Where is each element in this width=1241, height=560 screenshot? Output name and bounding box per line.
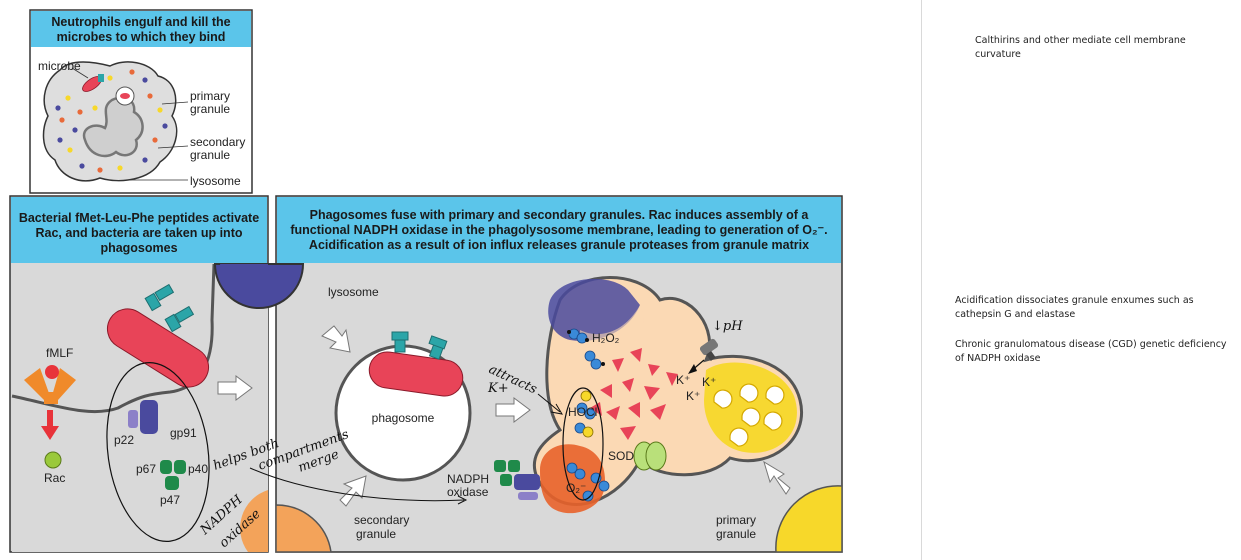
hand-oval-left — [106, 362, 210, 542]
primary-granule-bottom — [775, 485, 843, 553]
phagosome-receptors — [391, 331, 448, 360]
p67-subunit — [160, 460, 172, 474]
neutrophil-diagram: Neutrophils engulf and kill the microbes… — [9, 9, 843, 553]
label-hocl: HOCl — [568, 405, 597, 419]
granule-dots — [55, 69, 168, 173]
bacterium — [106, 308, 210, 388]
hand-ph: ↓pH — [712, 319, 743, 334]
left-title-line2: Rac, and bacteria are taken up into — [35, 226, 242, 240]
label-primary-bottom-2: granule — [716, 527, 756, 541]
k-channel — [699, 338, 719, 361]
right-panel: Phagosomes fuse with primary and seconda… — [213, 195, 843, 553]
label-p22: p22 — [114, 433, 134, 447]
right-title-line1: Phagosomes fuse with primary and seconda… — [310, 208, 810, 222]
top-title-line1: Neutrophils engulf and kill the — [51, 15, 230, 29]
note-cgd: Chronic granulomatous disease (CGD) gene… — [955, 339, 1227, 364]
right-title-line2: functional NADPH oxidase in the phagolys… — [290, 223, 827, 237]
label-secondary-bottom-1: secondary — [354, 513, 409, 527]
label-nadph-2: oxidase — [447, 485, 489, 499]
arrow-secondary — [339, 475, 367, 507]
left-title-line1: Bacterial fMet-Leu-Phe peptides activate — [19, 211, 259, 225]
oxygen-molecules — [566, 328, 610, 502]
phagosome-bacterium — [368, 351, 464, 397]
p47-subunit — [165, 476, 179, 490]
p22-subunit — [128, 410, 138, 428]
sod-enzyme — [633, 441, 667, 471]
phagolysosome — [532, 276, 803, 514]
note-membrane-curvature: Calthirins and other mediate cell membra… — [975, 35, 1186, 60]
label-k1: K⁺ — [676, 373, 690, 387]
label-p40: p40 — [188, 462, 208, 476]
left-panel: Bacterial fMet-Leu-Phe peptides activate… — [9, 195, 269, 553]
label-secondary-bottom-2: granule — [356, 527, 396, 541]
receptor-teal — [144, 283, 195, 333]
label-lysosome-right: lysosome — [328, 285, 379, 299]
hand-oval-right — [562, 387, 604, 501]
top-panel: Neutrophils engulf and kill the microbes… — [29, 9, 253, 194]
label-rac: Rac — [44, 471, 65, 485]
label-primary-granule-2: granule — [190, 102, 230, 116]
transition-arrow — [217, 375, 253, 401]
label-phagosome: phagosome — [372, 411, 435, 425]
gp91-subunit — [140, 400, 158, 434]
label-p67: p67 — [136, 462, 156, 476]
label-o2: O₂⁻ — [566, 481, 586, 495]
label-k3: K⁺ — [686, 389, 700, 403]
arrow-lysosome — [321, 325, 351, 353]
page-divider — [921, 0, 922, 560]
note-acidification: Acidification dissociates granule enxume… — [955, 295, 1194, 320]
fmlf-receptor — [24, 365, 76, 404]
label-p47: p47 — [160, 493, 180, 507]
label-secondary-granule-1: secondary — [190, 135, 245, 149]
arrow-to-phagolysosome — [495, 397, 531, 423]
nadph-oxidase — [494, 460, 540, 500]
label-lysosome-top: lysosome — [190, 174, 241, 188]
activation-arrow — [41, 410, 59, 440]
right-title-line3: Acidification as a result of ion influx … — [309, 238, 809, 252]
hand-kplus: K+ — [487, 381, 509, 396]
label-fmlf: fMLF — [46, 346, 73, 360]
top-title-line2: microbes to which they bind — [57, 30, 226, 44]
label-nadph-1: NADPH — [447, 472, 489, 486]
label-sod: SOD — [608, 449, 634, 463]
fused-lysosome — [548, 278, 640, 341]
label-primary-granule-1: primary — [190, 89, 230, 103]
label-h2o2: H₂O₂ — [592, 331, 620, 345]
label-k2: K⁺ — [702, 375, 716, 389]
nucleus — [82, 96, 144, 158]
arrow-primary — [763, 460, 791, 495]
rac-circle — [44, 451, 62, 469]
fmlf-ligand — [45, 365, 59, 379]
label-primary-bottom-1: primary — [716, 513, 756, 527]
secondary-granule-bottom — [275, 504, 332, 553]
label-secondary-granule-2: granule — [190, 148, 230, 162]
protease-fragments — [590, 348, 678, 440]
label-microbe: microbe — [38, 59, 81, 73]
p40-subunit — [174, 460, 186, 474]
left-title-line3: phagosomes — [100, 241, 177, 255]
primary-granule-contents — [713, 383, 785, 447]
label-gp91: gp91 — [170, 426, 197, 440]
